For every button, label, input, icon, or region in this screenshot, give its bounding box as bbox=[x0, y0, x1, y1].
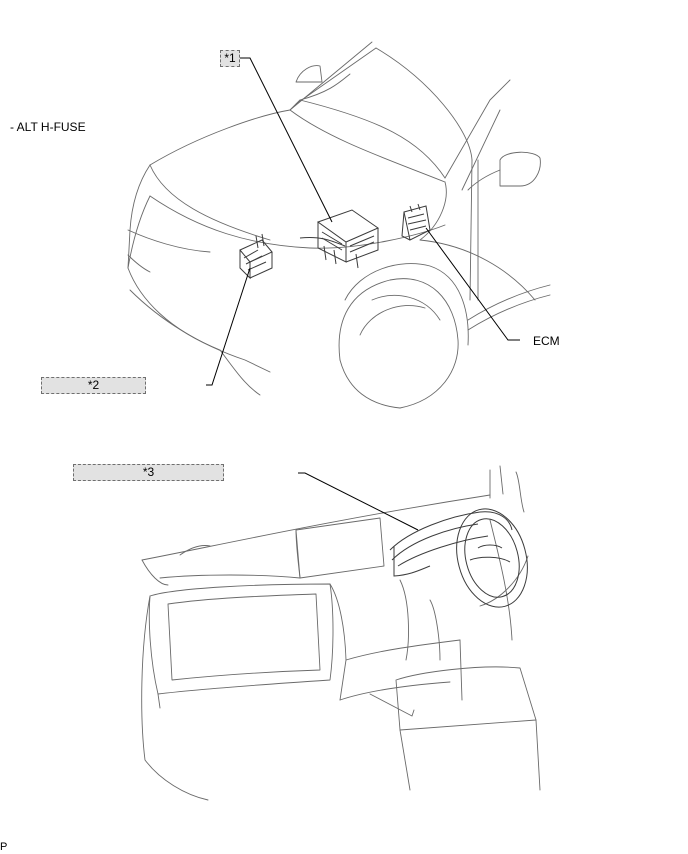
callout-2: *2 bbox=[41, 377, 146, 394]
engine-room-relay-block-illustration bbox=[299, 209, 380, 269]
ecm-label: ECM bbox=[533, 334, 560, 348]
leader-lines-engine bbox=[206, 57, 520, 386]
alt-hfuse-label: - ALT H-FUSE bbox=[10, 120, 86, 134]
callout-1: *1 bbox=[220, 50, 240, 67]
ecm-illustration bbox=[401, 203, 431, 241]
fuse-holder-illustration bbox=[239, 233, 273, 280]
callout-3: *3 bbox=[73, 464, 224, 481]
footer-label: P bbox=[0, 841, 8, 853]
vehicle-interior-illustration bbox=[141, 465, 541, 801]
vehicle-front-illustration bbox=[127, 41, 551, 409]
leader-line-interior bbox=[298, 472, 419, 531]
combination-meter-illustration bbox=[389, 508, 528, 608]
